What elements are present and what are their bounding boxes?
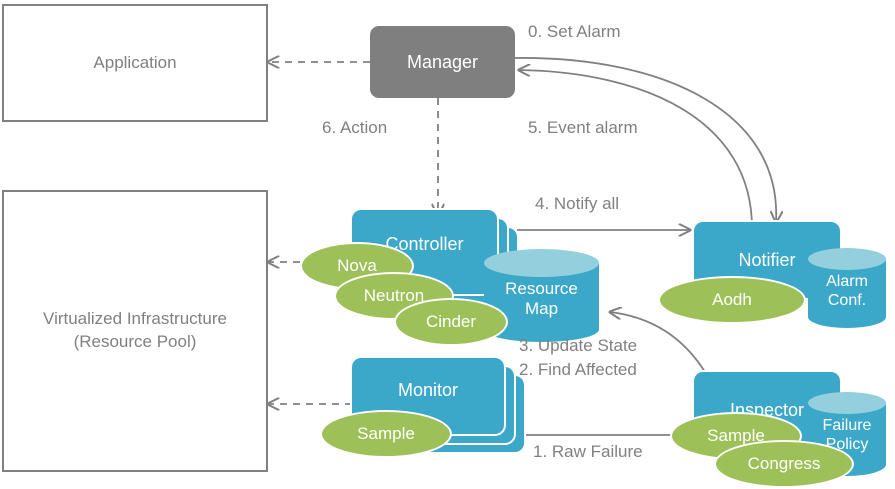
alarm-conf-label-line1: Alarm [826, 273, 868, 290]
edge-label-notify-all: 4. Notify all [535, 194, 620, 213]
resource-map-label: Resource Map [484, 279, 599, 320]
pill-aodh[interactable]: Aodh [660, 278, 804, 322]
alarm-conf-label-line2: Conf. [827, 292, 867, 310]
edge-set-alarm [514, 57, 776, 222]
monitor-label: Monitor [397, 380, 459, 400]
cylinder-top [484, 249, 599, 277]
cylinder-top [808, 248, 886, 270]
edge-event-alarm [519, 70, 753, 229]
edge-label-find-affected: 2. Find Affected [519, 360, 637, 379]
alarm-conf-cylinder[interactable]: Alarm Conf. [808, 248, 886, 328]
pill-aodh-label: Aodh [712, 290, 752, 309]
edge-update-state-find-affected [610, 312, 706, 373]
failure-policy-label: Failure Policy [808, 416, 886, 454]
pill-congress-label: Congress [747, 454, 821, 473]
infrastructure-label-line2: (Resource Pool) [73, 332, 197, 351]
pill-sample-monitor[interactable]: Sample [322, 412, 450, 456]
infrastructure-box[interactable]: Virtualized Infrastructure (Resource Poo… [2, 190, 268, 472]
controller-label: Controller [385, 234, 464, 254]
manager-label: Manager [406, 51, 479, 72]
pill-cinder-label: Cinder [425, 312, 477, 331]
infrastructure-label-line1: Virtualized Infrastructure [43, 309, 227, 329]
pill-neutron-label: Neutron [363, 286, 425, 305]
notifier-label: Notifier [738, 250, 796, 270]
edge-label-raw-failure: 1. Raw Failure [533, 442, 643, 461]
pill-nova-label: Nova [337, 256, 377, 275]
pill-sample-inspector-label: Sample [707, 426, 765, 445]
pill-sample-monitor-label: Sample [357, 424, 415, 443]
application-box[interactable]: Application [2, 4, 268, 122]
alarm-conf-label: Alarm Conf. [808, 272, 886, 310]
manager-box[interactable]: Manager [370, 26, 515, 98]
resource-map-label-line1: Resource [505, 279, 578, 298]
application-label: Application [93, 52, 177, 72]
edge-label-action: 6. Action [322, 118, 388, 137]
failure-policy-label-line2: Policy [825, 436, 869, 454]
failure-policy-label-line1: Failure [822, 417, 872, 434]
pill-congress[interactable]: Congress [716, 442, 852, 486]
pill-neutron[interactable]: Neutron [336, 274, 452, 318]
edge-label-set-alarm: 0. Set Alarm [528, 22, 621, 41]
edge-label-event-alarm: 5. Event alarm [528, 118, 638, 137]
pill-cinder[interactable]: Cinder [396, 300, 506, 344]
cylinder-top [808, 392, 886, 414]
resource-map-label-line2: Map [524, 299, 559, 319]
cylinder-body [808, 259, 886, 328]
edge-label-update-state: 3. Update State [519, 336, 638, 355]
